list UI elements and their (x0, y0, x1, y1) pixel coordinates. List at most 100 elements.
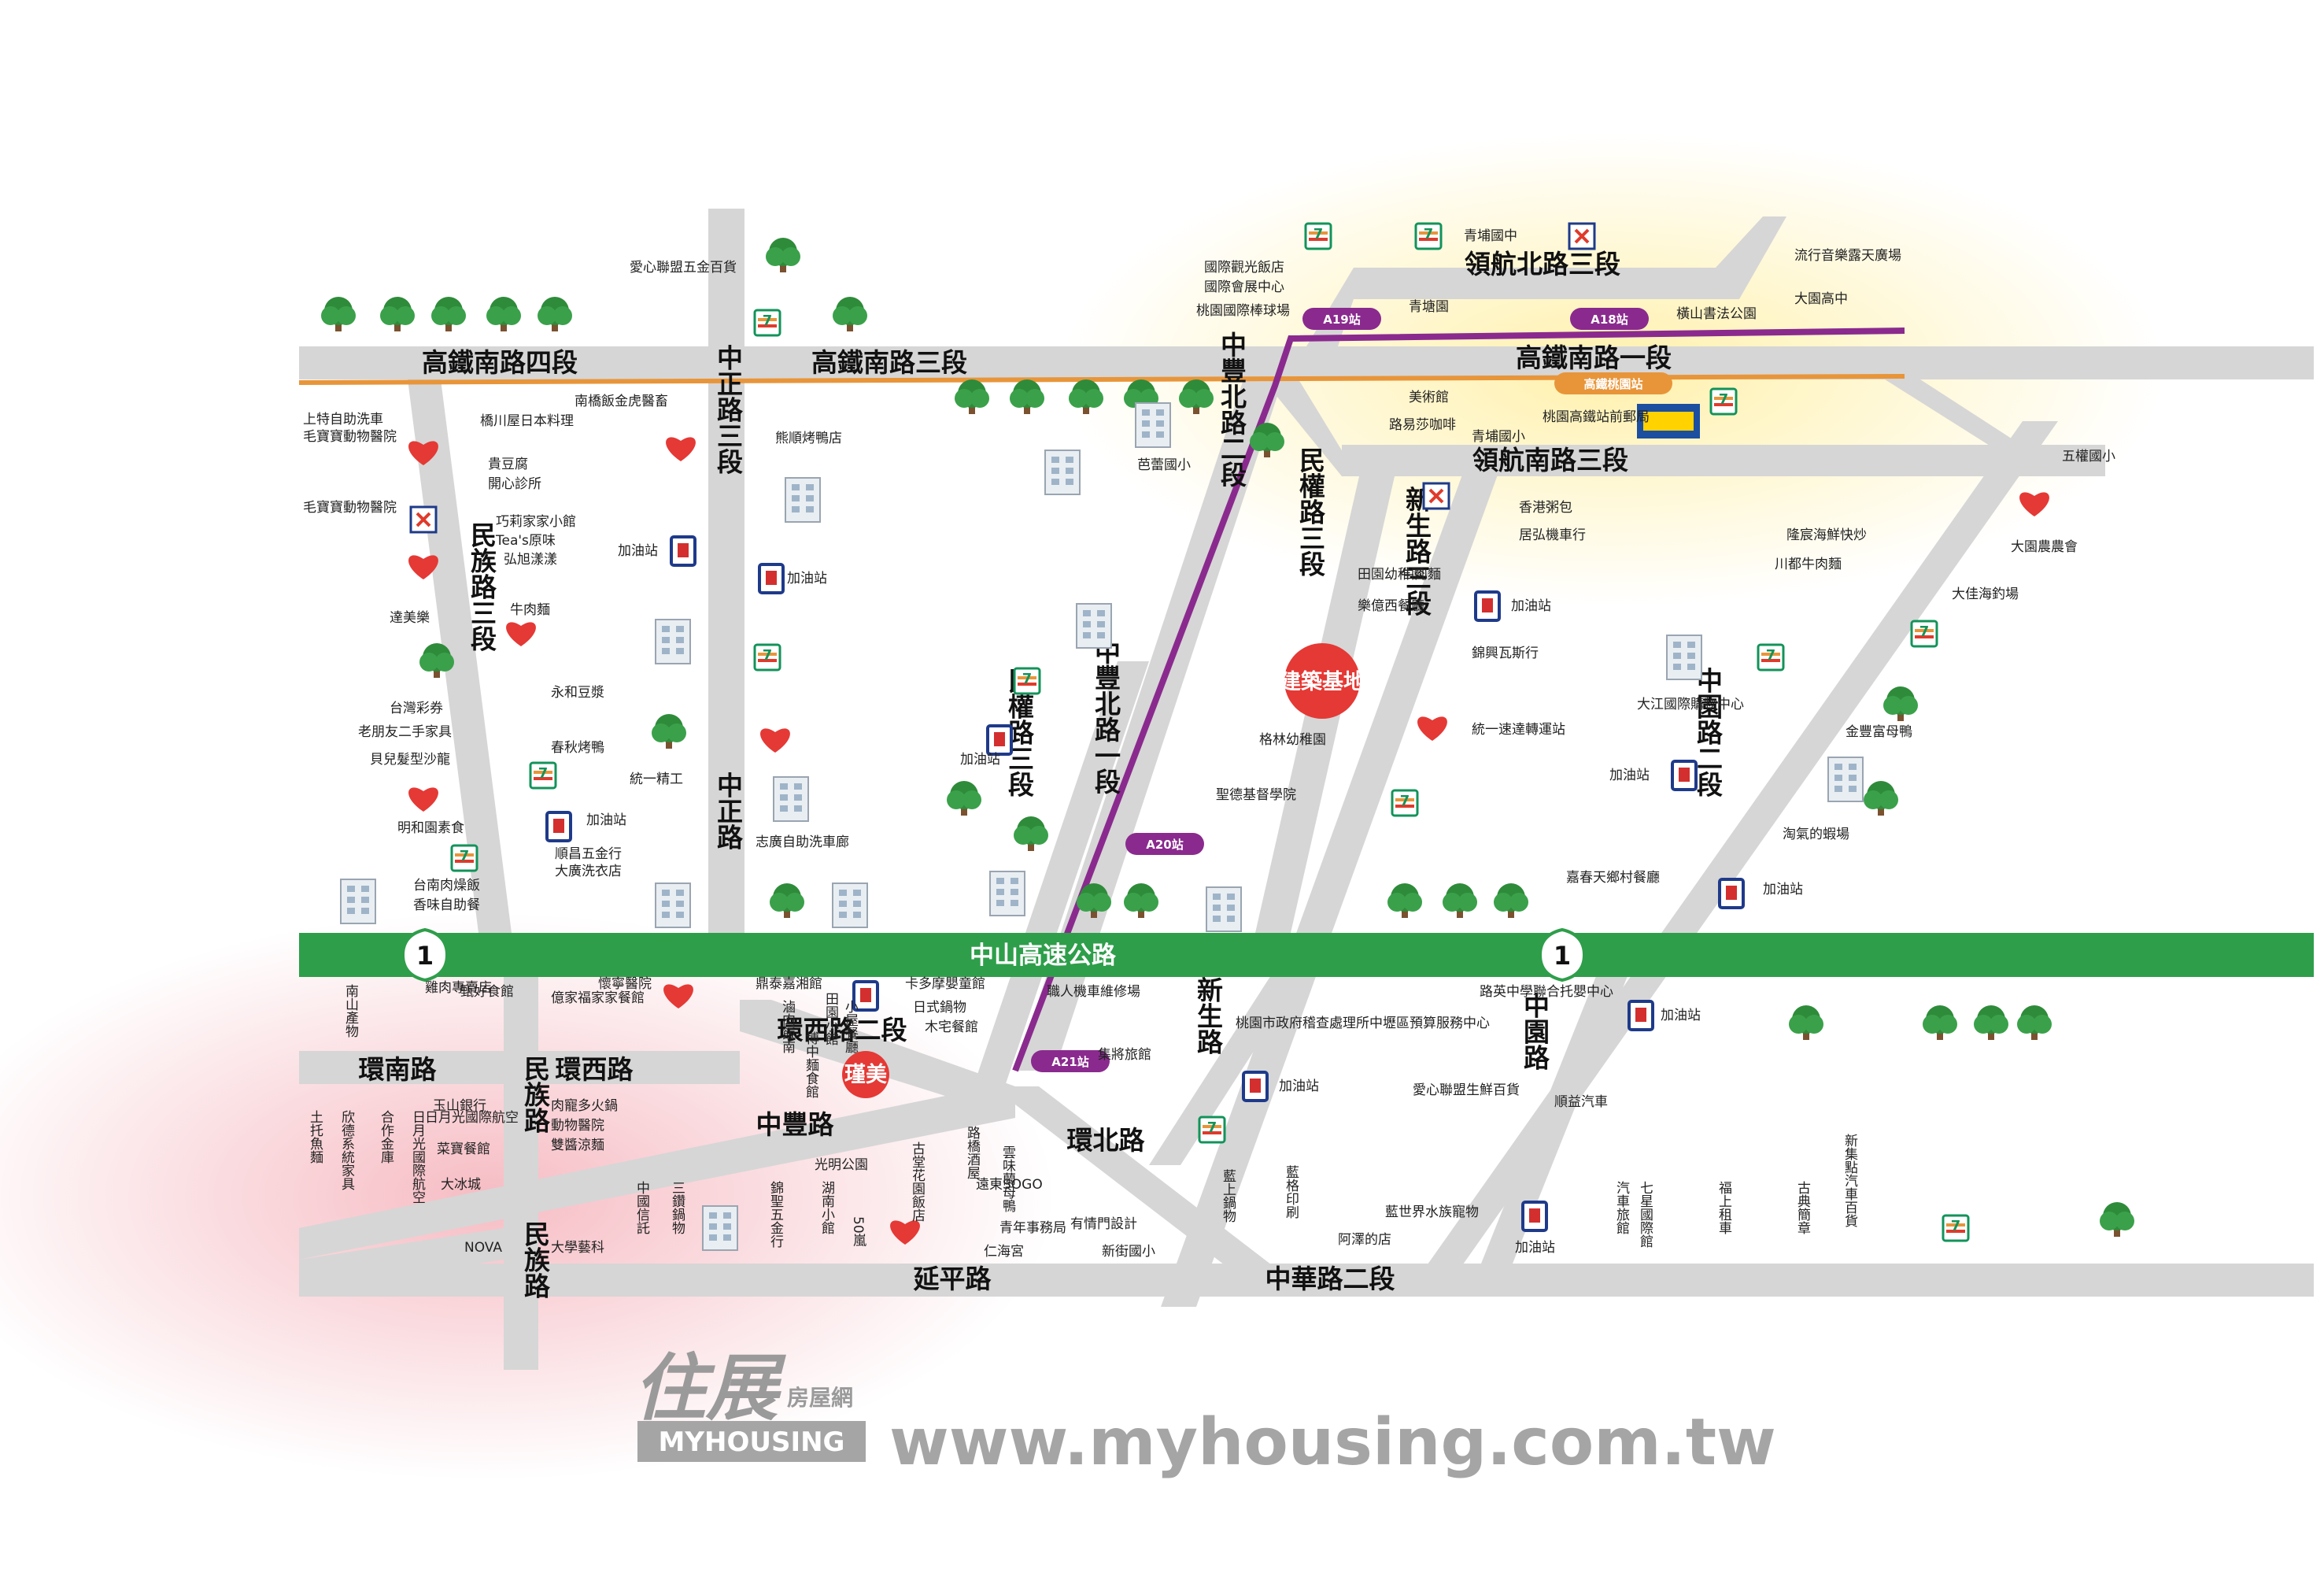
mrt-airport-line (1012, 327, 1905, 1072)
poi-label: 美術館 (1409, 390, 1449, 405)
poi-label: 桃園高鐵站前郵局 (1543, 409, 1650, 425)
construction-site-marker: 建築基地 (1280, 643, 1365, 719)
poi-label: 億家福家家餐館 (551, 990, 645, 1006)
poi-label: 桃園國際棒球場 (1196, 303, 1290, 319)
poi-label: 淘氣的蝦場 (1783, 827, 1849, 842)
poi-label: 古典簡章 (1794, 1181, 1811, 1234)
tree-icon (955, 379, 989, 414)
label-minzu-b: 民族路 (520, 1221, 551, 1299)
highway-shield-left: 1 (401, 927, 449, 982)
road-zhongzheng (708, 209, 744, 933)
poi-label: 菜寶餐館 (437, 1141, 490, 1157)
tree-icon (431, 297, 466, 331)
poi-label: 五權國小 (2062, 449, 2115, 464)
brand-watermark: 住展 房屋網 MYHOUSING www.myhousing.com.tw (634, 1345, 1776, 1480)
label-huannan: 環南路 (359, 1054, 438, 1085)
poi-label: 小屋餐廳 (842, 1000, 859, 1053)
road-zhongfeng (299, 1086, 1015, 1260)
poi-label: 阿澤的店 (1338, 1232, 1391, 1248)
poi-label: 橋川屋日本料理 (480, 413, 574, 429)
label-huanxi: 環西路 (556, 1054, 634, 1085)
poi-label: 橫山書法公園 (1676, 306, 1757, 322)
seven-eleven-icon (1942, 1214, 1970, 1242)
poi-label: 玉山銀行 (433, 1098, 486, 1114)
poi-label: 青年事務局 (999, 1220, 1066, 1236)
poi-label: 50嵐 (850, 1216, 866, 1248)
station-a21-label: A21站 (1051, 1055, 1088, 1069)
poi-label: 明和園素食 (397, 820, 464, 836)
poi-label: 動物醫院 (551, 1118, 604, 1134)
poi-label: 加油站 (787, 571, 827, 586)
seven-eleven-icon (753, 643, 781, 672)
poi-label: 錦聖五金行 (767, 1181, 784, 1249)
brand-logo-sub: 房屋網 (787, 1385, 853, 1411)
poi-label: 川都牛肉麵 (1775, 557, 1842, 572)
tree-icon (1864, 781, 1898, 816)
ikea-icon (1637, 404, 1700, 438)
poi-label: 毛寶寶動物醫院 (303, 428, 397, 445)
poi-label: 青塘園 (1409, 299, 1449, 315)
pharmacy-heart-icon (666, 437, 696, 461)
seven-eleven-icon (529, 761, 557, 790)
poi-label: 大佳海釣場 (1952, 586, 2019, 602)
poi-label: 加油站 (960, 752, 1000, 768)
tree-icon (1014, 816, 1048, 851)
poi-label: 格林幼稚園 (1259, 732, 1326, 748)
poi-label: 錦興瓦斯行 (1472, 646, 1539, 661)
poi-label: 弘旭漾漾 (504, 552, 557, 568)
poi-label: 加油站 (1511, 598, 1551, 614)
tree-icon (1387, 883, 1422, 918)
road-linghang-south-ramp (1263, 379, 1358, 476)
road-labels: 高鐵南路四段 高鐵南路三段 高鐵南路一段 領航北路三段 領航南路三段 中正路三段… (359, 249, 1724, 1299)
gas-station-icon (1242, 1071, 1269, 1102)
tree-icon (486, 297, 521, 331)
road-huannan (299, 1051, 740, 1084)
poi-label: 南山產物 (342, 984, 359, 1038)
pharmacy-heart-icon (408, 787, 438, 812)
pharmacy-heart-icon (506, 622, 536, 646)
label-zhongfeng-n1: 中豐北路一段 (1091, 638, 1121, 794)
seven-eleven-icon (1757, 643, 1785, 672)
poi-label: 博中麵食館 (803, 1031, 819, 1098)
station-a20-label: A20站 (1146, 838, 1183, 852)
poi-label: 開心診所 (488, 476, 541, 492)
poi-label: 聖德基督學院 (1216, 787, 1296, 803)
poi-label: 嘉春天鄉村餐廳 (1566, 870, 1660, 886)
poi-label: 日式鍋物 (913, 1000, 966, 1016)
poi-label: 滷肉飯南 (779, 1000, 796, 1053)
poi-label: 汽車旅館 (1613, 1181, 1630, 1234)
poi-label: 路易莎咖啡 (1389, 417, 1456, 433)
fengmei-site-label: 瑾美 (844, 1062, 887, 1087)
poi-label: 統一精工 (630, 771, 683, 787)
label-zhonghua2: 中華路二段 (1265, 1264, 1395, 1294)
label-hsr-s4: 高鐵南路四段 (422, 347, 578, 378)
poi-label: 牛肉麵 (1401, 567, 1441, 583)
poi-label: 加油站 (1661, 1008, 1701, 1023)
building-icon (1135, 402, 1171, 448)
tree-icon (1923, 1005, 1957, 1040)
construction-site-label: 建築基地 (1280, 669, 1365, 694)
poi-label: 熊順烤鴨店 (775, 431, 842, 446)
road-linghang-south (1342, 445, 2105, 476)
poi-label: 藍格印刷 (1283, 1165, 1299, 1219)
tree-icon (1443, 883, 1477, 918)
poi-label: 合作金庫 (378, 1110, 394, 1164)
mrt-station-a20: A20站 (1125, 833, 1204, 855)
poi-label: 加油站 (1609, 768, 1650, 783)
gas-station-icon (986, 724, 1013, 756)
poi-label: 三鑽鍋物 (669, 1181, 685, 1234)
road-linghang-south-ramp2 (1885, 379, 2070, 476)
brand-logo-en: MYHOUSING (659, 1426, 845, 1458)
building-icon (989, 871, 1025, 916)
tree-icon (321, 297, 356, 331)
highway-label: 中山高速公路 (970, 942, 1117, 970)
label-zhongzheng3: 中正路三段 (713, 345, 744, 475)
poi-label: 職人機車維修場 (1047, 984, 1140, 1000)
poi-label: 大園農農會 (2011, 539, 2078, 555)
seven-eleven-icon (1709, 387, 1738, 416)
poi-label: 新集點汽車百貨 (1842, 1134, 1858, 1227)
road-hsr-south (299, 346, 2314, 379)
building-icon (702, 1205, 738, 1251)
poi-label: 新街國小 (1102, 1244, 1155, 1260)
